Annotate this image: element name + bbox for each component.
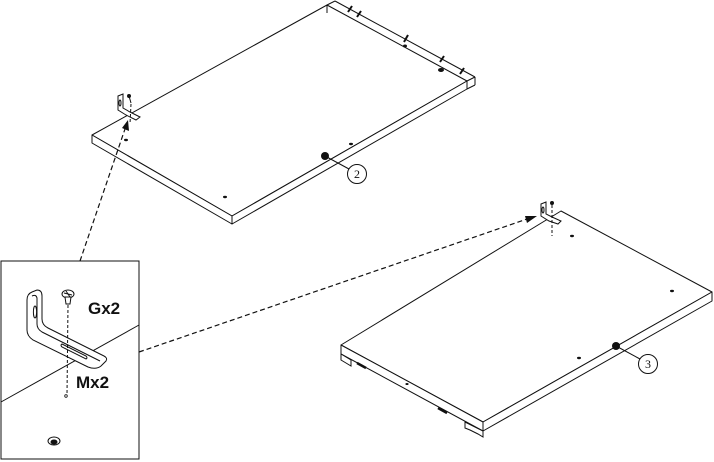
detail-pilot-hole	[65, 395, 68, 398]
part-3-number: 3	[645, 357, 651, 371]
upper-bracket-icon	[118, 94, 140, 120]
lower-panel	[341, 211, 712, 431]
arrowhead-lower	[525, 216, 537, 223]
part-3-callout: 3	[612, 342, 658, 374]
detail-inset: Gx2 Mx2	[1, 261, 139, 459]
screw-quantity-label: Gx2	[88, 299, 120, 318]
upper-panel	[92, 1, 475, 224]
bracket-quantity-label: Mx2	[76, 373, 109, 392]
detail-cam-hole-icon	[48, 437, 60, 445]
part-2-number: 2	[354, 167, 360, 181]
